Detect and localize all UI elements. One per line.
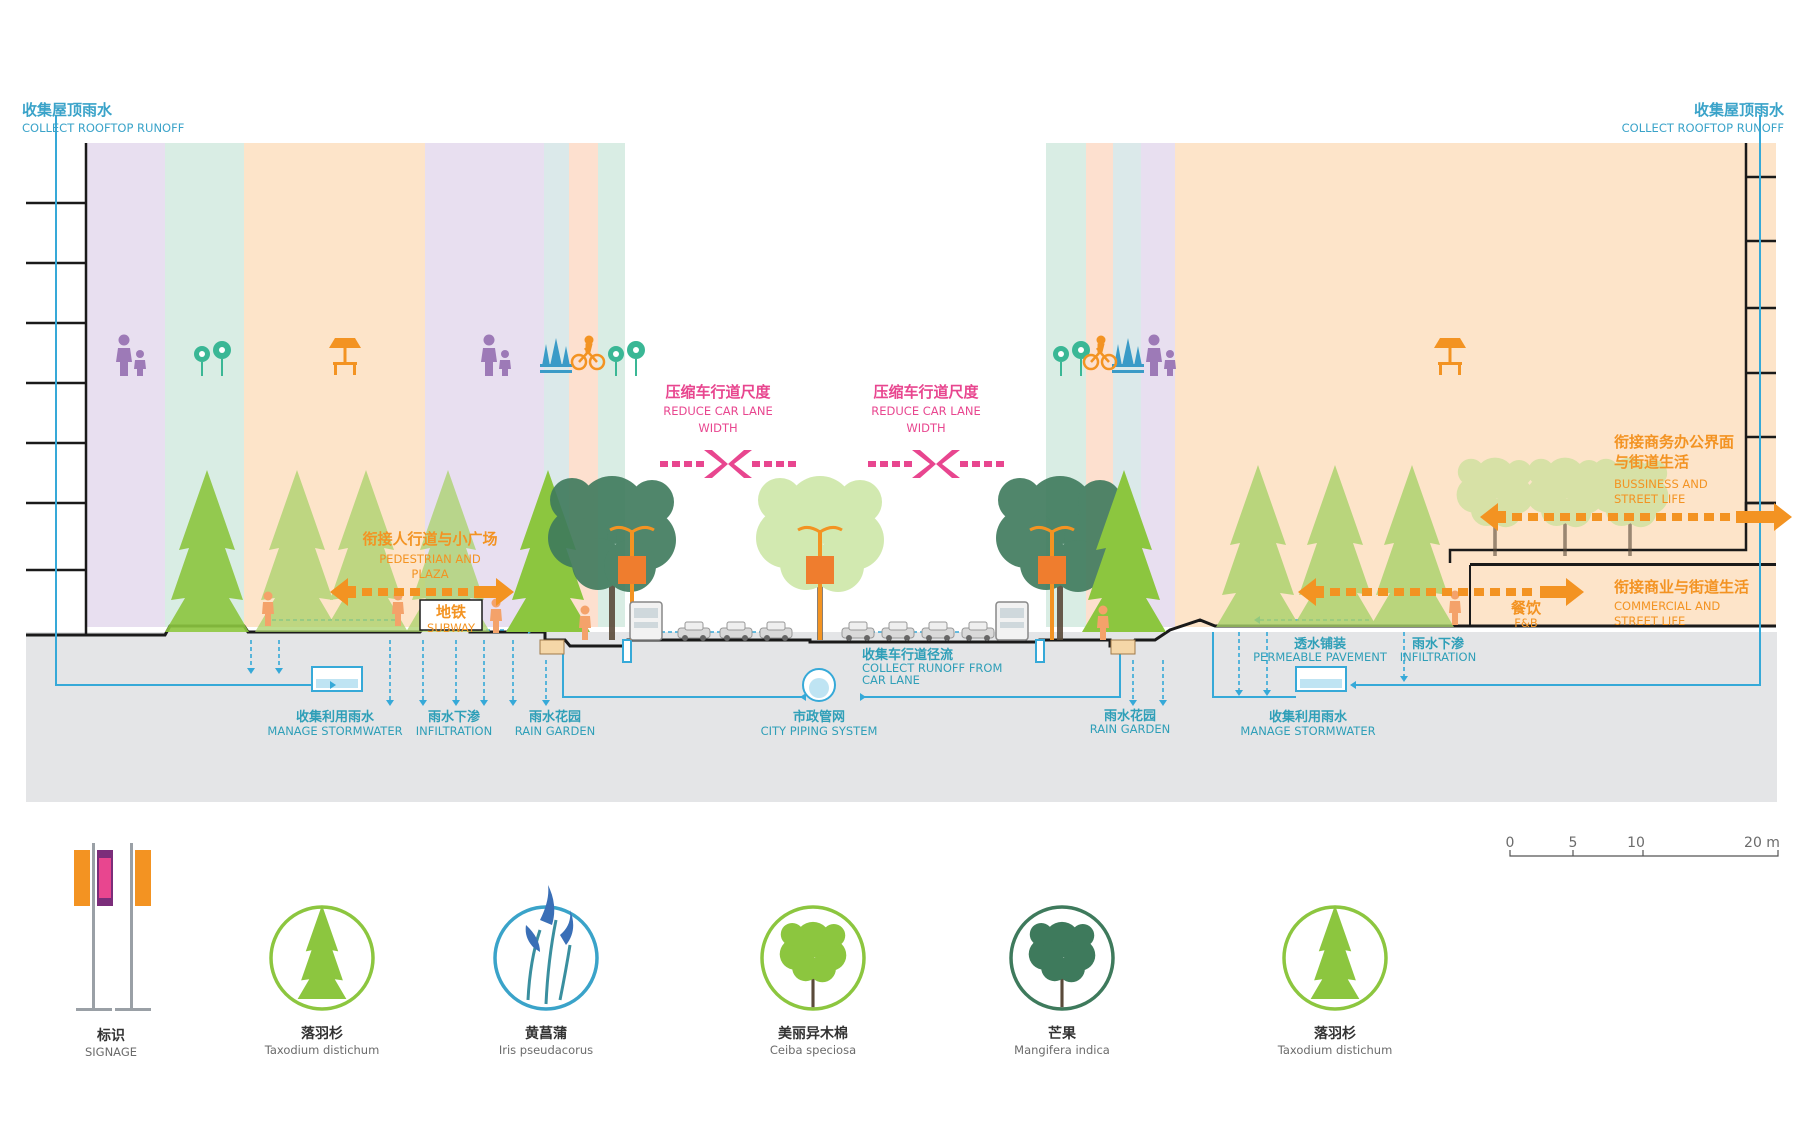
conifer-trees-right xyxy=(1216,465,1454,627)
zone-band-purple xyxy=(1141,143,1175,627)
zone-band-purple xyxy=(86,143,165,627)
reduce-left-en1: REDUCE CAR LANE xyxy=(663,404,772,418)
infiltration-left-en: INFILTRATION xyxy=(416,724,492,738)
permeable-en: PERMEABLE PAVEMENT xyxy=(1253,650,1388,664)
legend-conifer-2-en: Taxodium distichum xyxy=(1277,1043,1393,1057)
rooftop-left-en: COLLECT ROOFTOP RUNOFF xyxy=(22,121,184,135)
right-rooftop-pipe xyxy=(1356,115,1761,686)
rain-garden-right-cn: 雨水花园 xyxy=(1104,708,1156,724)
manage-left-cn: 收集利用雨水 xyxy=(296,709,375,725)
subway-cn: 地铁 xyxy=(436,603,466,621)
city-piping-cn: 市政管网 xyxy=(793,709,845,725)
scale-tick-5: 5 xyxy=(1569,835,1578,851)
pedestrian-plaza-arrow xyxy=(330,578,514,606)
legend-ceiba-icon xyxy=(760,905,866,1011)
fb-cn: 餐饮 xyxy=(1511,599,1542,617)
rooftop-right-en: COLLECT ROOFTOP RUNOFF xyxy=(1622,121,1784,135)
scale-tick-0: 0 xyxy=(1506,835,1515,851)
reduce-lane-arrows-left xyxy=(660,450,796,478)
manage-right-cn: 收集利用雨水 xyxy=(1269,709,1348,725)
pedestrian-plaza-en2: PLAZA xyxy=(411,567,448,581)
subway-entrance-box xyxy=(419,599,483,631)
commercial-en2: STREET LIFE xyxy=(1614,614,1685,628)
legend-mango-en: Mangifera indica xyxy=(1014,1043,1110,1057)
business-cn1: 衔接商务办公界面 xyxy=(1614,433,1734,451)
bike-icon xyxy=(570,334,1118,371)
legend-signage-cn: 标识 xyxy=(96,1027,125,1044)
business-en2: STREET LIFE xyxy=(1614,492,1685,506)
infiltration-right-cn: 雨水下渗 xyxy=(1412,636,1465,652)
right-podium-line xyxy=(1448,501,1776,563)
storefront-canopy xyxy=(1470,563,1776,566)
left-rain-garden-box xyxy=(539,639,565,655)
legend-ceiba-cn: 美丽异木棉 xyxy=(778,1025,848,1042)
legend-mango-cn: 芒果 xyxy=(1048,1025,1077,1042)
reduce-lane-arrows-right xyxy=(868,450,1004,478)
legend-iris-cn: 黄菖蒲 xyxy=(525,1025,567,1042)
scale-bar: 0 5 10 20 m xyxy=(1506,835,1780,857)
rain-garden-left-cn: 雨水花园 xyxy=(529,709,581,725)
collect-runoff-cn: 收集车行道径流 xyxy=(862,647,953,663)
ground-section xyxy=(26,632,1777,802)
infiltration-left-cn: 雨水下渗 xyxy=(428,709,481,725)
permeable-cn: 透水铺装 xyxy=(1294,636,1346,652)
collect-runoff-en2: CAR LANE xyxy=(862,673,920,687)
legend-conifer-2-cn: 落羽杉 xyxy=(1314,1025,1356,1042)
commercial-cn: 衔接商业与街道生活 xyxy=(1614,578,1749,596)
reduce-right-en2: WIDTH xyxy=(906,421,945,435)
pedestrian-plaza-cn: 衔接人行道与小广场 xyxy=(362,530,497,548)
legend-mango-icon xyxy=(1009,905,1115,1011)
city-piping-en: CITY PIPING SYSTEM xyxy=(761,724,878,738)
signage-icon xyxy=(74,843,151,1011)
rain-garden-right-en: RAIN GARDEN xyxy=(1090,722,1171,736)
car-lane-right-vehicles xyxy=(841,601,1029,642)
legend-signage-en: SIGNAGE xyxy=(85,1045,137,1059)
reduce-left-cn: 压缩车行道尺度 xyxy=(665,383,771,401)
reduce-left-en2: WIDTH xyxy=(698,421,737,435)
business-cn2: 与街道生活 xyxy=(1614,453,1689,471)
rooftop-right-cn: 收集屋顶雨水 xyxy=(1694,101,1785,119)
right-curb-drain xyxy=(1035,639,1045,663)
left-cistern-water xyxy=(316,679,358,688)
fb-en: F&B xyxy=(1514,616,1538,630)
city-pipe-line xyxy=(562,648,1121,698)
city-pipe-water xyxy=(809,678,829,698)
legend-ceiba-en: Ceiba speciosa xyxy=(770,1043,856,1057)
legend-conifer-1-cn: 落羽杉 xyxy=(301,1025,343,1042)
legend-iris-en: Iris pseudacorus xyxy=(499,1043,593,1057)
rooftop-left-cn: 收集屋顶雨水 xyxy=(22,101,113,119)
business-en1: BUSSINESS AND xyxy=(1614,477,1708,491)
rain-garden-left-en: RAIN GARDEN xyxy=(515,724,596,738)
manage-right-en: MANAGE STORMWATER xyxy=(1240,724,1375,738)
scale-tick-10: 10 xyxy=(1627,835,1645,851)
manage-left-en: MANAGE STORMWATER xyxy=(267,724,402,738)
commercial-en1: COMMERCIAL AND xyxy=(1614,599,1720,613)
right-cistern-water xyxy=(1300,679,1342,688)
legend-iris-icon xyxy=(493,885,599,1011)
scale-tick-20: 20 m xyxy=(1744,835,1780,851)
subway-en: SUBWAY xyxy=(427,621,476,635)
right-rain-garden-box xyxy=(1110,639,1136,655)
right-cistern-inlet xyxy=(1212,632,1296,698)
infiltration-right-en: INFILTRATION xyxy=(1400,650,1476,664)
pedestrian-plaza-en1: PEDESTRIAN AND xyxy=(379,552,481,566)
business-arrow xyxy=(1480,503,1792,531)
left-curb-drain xyxy=(622,639,632,663)
legend-conifer-1-icon xyxy=(269,905,375,1011)
legend-conifer-1-en: Taxodium distichum xyxy=(264,1043,380,1057)
left-rooftop-pipe xyxy=(55,115,330,686)
reduce-right-cn: 压缩车行道尺度 xyxy=(873,383,979,401)
legend-conifer-2-icon xyxy=(1282,905,1388,1011)
commercial-arrow xyxy=(1298,578,1584,606)
collect-runoff-en1: COLLECT RUNOFF FROM xyxy=(862,661,1002,675)
reduce-right-en1: REDUCE CAR LANE xyxy=(871,404,980,418)
